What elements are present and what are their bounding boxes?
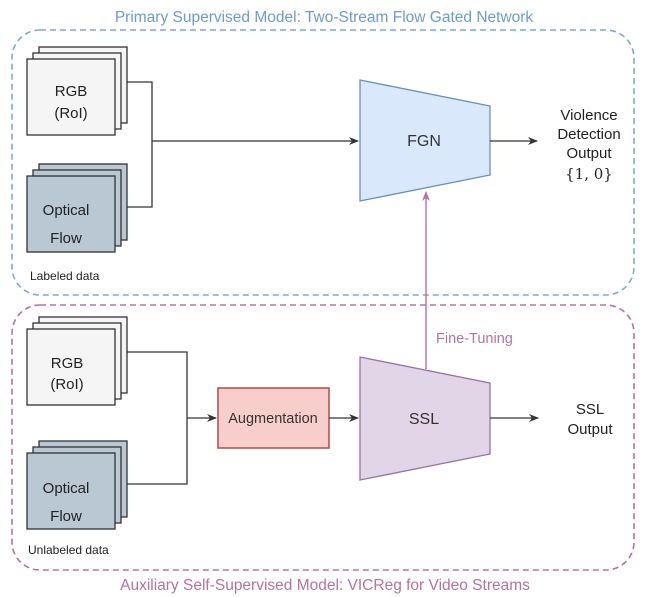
optical-label-auxiliary: Optical [43, 480, 90, 497]
fgn-block [359, 79, 491, 202]
rgb-label-auxiliary: RGB [51, 355, 84, 372]
ssl-block [359, 356, 491, 481]
roi-label-auxiliary: (RoI) [50, 376, 83, 393]
fine-tuning-link: Fine-Tuning [422, 191, 513, 369]
ssl-label: SSL [409, 411, 439, 428]
labeled-data-label: Labeled data [30, 269, 100, 283]
fgn-label: FGN [407, 133, 441, 150]
rgb-frames-stack-primary: RGB (RoI) [26, 46, 128, 136]
primary-model-group: Primary Supervised Model: Two-Stream Flo… [11, 6, 635, 296]
auxiliary-model-title: Auxiliary Self-Supervised Model: VICReg … [120, 577, 530, 594]
primary-model-container [11, 29, 635, 296]
rgb-to-augmentation-connector [127, 351, 188, 418]
rgb-to-fgn-connector [127, 81, 153, 141]
flow-label-primary: Flow [50, 230, 82, 247]
rgb-label-primary: RGB [55, 83, 88, 100]
fine-tuning-label: Fine-Tuning [436, 331, 513, 347]
violence-output-classes: {1, 0} [565, 165, 613, 183]
augmentation-label: Augmentation [228, 411, 317, 427]
violence-output-line3: Output [566, 145, 612, 162]
violence-output-line2: Detection [557, 126, 620, 143]
flow-to-augmentation-connector [127, 418, 188, 485]
ssl-output-line2: Output [567, 421, 613, 438]
primary-model-title: Primary Supervised Model: Two-Stream Flo… [115, 9, 534, 26]
optical-flow-stack-primary: Optical Flow [26, 163, 128, 253]
augmentation-block [217, 387, 330, 449]
flow-to-fgn-connector [127, 141, 153, 208]
flow-label-auxiliary: Flow [50, 508, 82, 525]
rgb-frames-stack-auxiliary: RGB (RoI) [26, 316, 128, 406]
optical-flow-stack-auxiliary: Optical Flow [26, 440, 128, 530]
roi-label-primary: (RoI) [54, 105, 87, 122]
auxiliary-model-container [11, 304, 635, 571]
ssl-output-line1: SSL [576, 401, 604, 418]
optical-label-primary: Optical [43, 202, 90, 219]
auxiliary-model-group: Auxiliary Self-Supervised Model: VICReg … [11, 304, 635, 595]
unlabeled-data-label: Unlabeled data [28, 543, 109, 557]
violence-output-line1: Violence [560, 107, 617, 124]
